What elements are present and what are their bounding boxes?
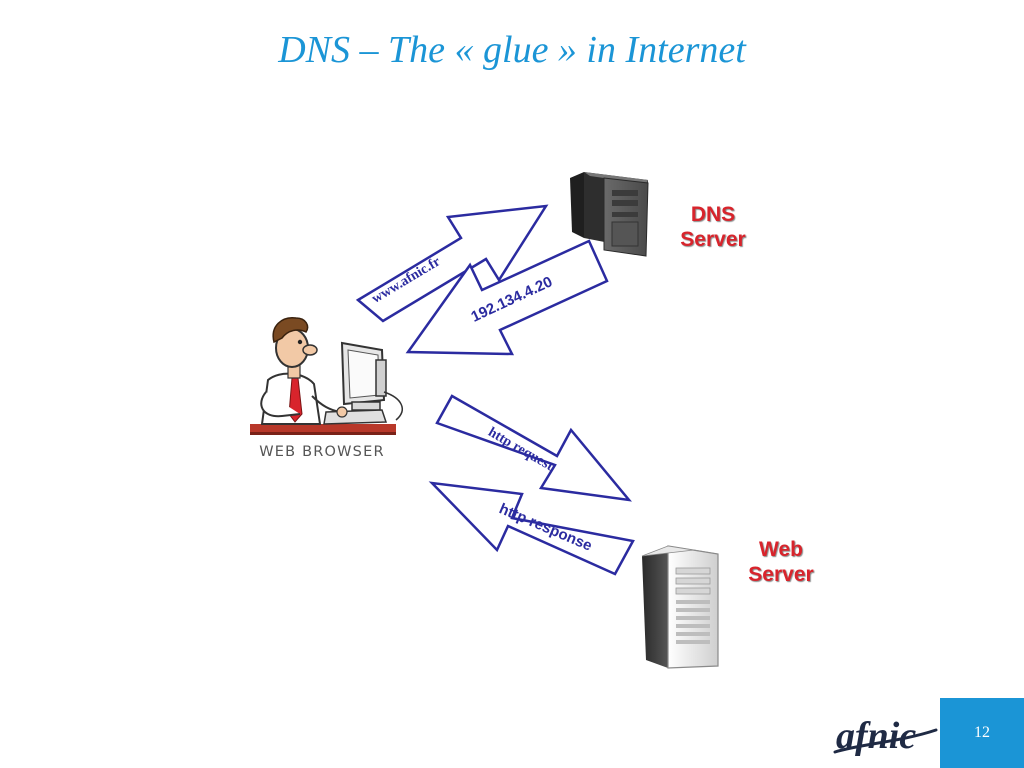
page-number-badge: 12 bbox=[940, 698, 1024, 768]
web-browser-label: WEB BROWSER bbox=[259, 444, 385, 460]
afnic-logo: afnic bbox=[833, 715, 938, 757]
web-server-label-line2: Server bbox=[748, 563, 814, 586]
web-server-label: Web Server bbox=[738, 537, 824, 587]
dns-answer-arrow bbox=[405, 239, 609, 356]
web-server-label-line1: Web bbox=[759, 538, 803, 561]
dns-server-label-line1: DNS bbox=[690, 203, 736, 226]
web-browser-illustration bbox=[250, 317, 403, 435]
web-server-icon bbox=[641, 545, 719, 669]
dns-server-label: DNS Server bbox=[670, 202, 756, 252]
page-number: 12 bbox=[974, 724, 990, 741]
http-request-arrow bbox=[435, 394, 633, 502]
dns-server-icon bbox=[570, 172, 649, 257]
afnic-logo-text: afnic bbox=[836, 715, 916, 757]
http-response-arrow bbox=[428, 481, 635, 576]
slide-title: DNS – The « glue » in Internet bbox=[278, 29, 746, 71]
dns-query-arrow bbox=[355, 204, 549, 323]
dns-server-label-line2: Server bbox=[680, 228, 746, 251]
